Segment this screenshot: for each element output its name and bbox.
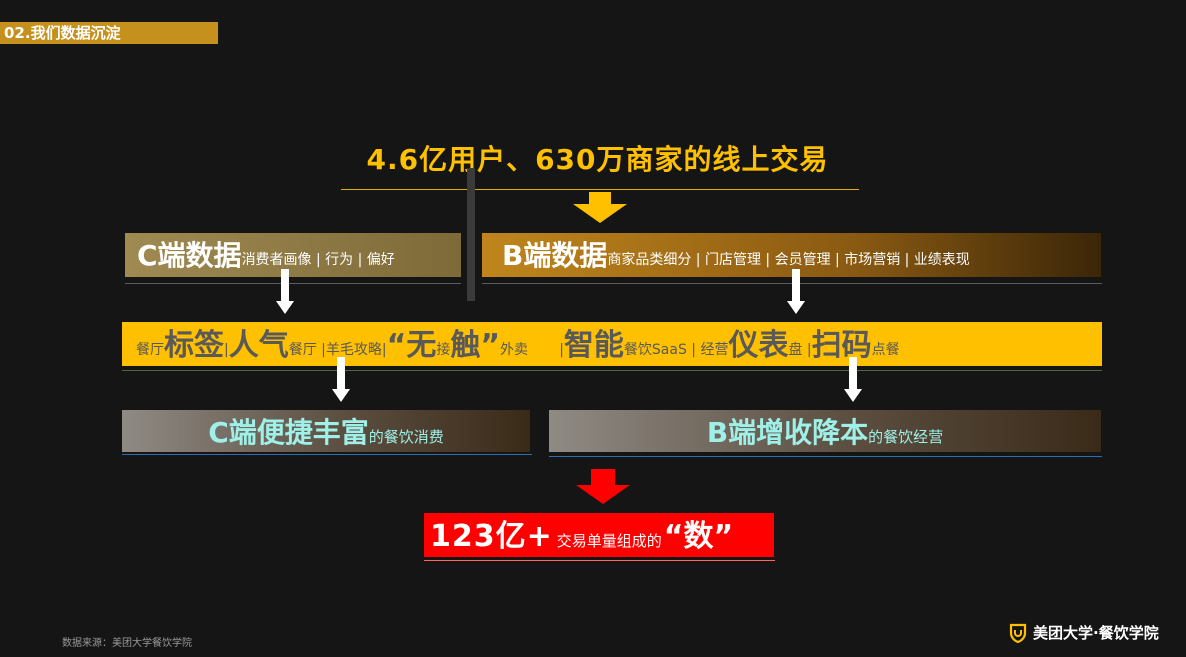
scenario-text: 盘 | xyxy=(788,342,812,358)
c-data-detail: 消费者画像 | 行为 | 偏好 xyxy=(241,252,395,268)
scenario-keyword: “无 xyxy=(386,328,437,363)
scenario-text: 餐厅 |羊毛攻略| xyxy=(288,342,387,358)
scenario-keyword: 触” xyxy=(450,328,501,363)
scenario-keyword: 标签 xyxy=(164,328,224,363)
headline: 4.6亿用户、630万商家的线上交易 xyxy=(366,143,829,176)
scenario-keyword: 仪表 xyxy=(728,328,789,363)
c-result-suffix: 的餐饮消费 xyxy=(368,428,444,446)
shield-icon xyxy=(1009,623,1027,643)
scenario-text: 接 xyxy=(436,342,451,358)
scenario-text: 点餐 xyxy=(871,342,900,358)
total-label: 交易单量组成的 xyxy=(556,532,662,550)
c-data-band: C端数据 消费者画像 | 行为 | 偏好 xyxy=(125,233,461,277)
scenario-band: 餐厅 标签 | 人气 餐厅 |羊毛攻略| “无 接 触” 外卖 | 智能 餐饮S… xyxy=(122,322,1102,366)
b-result-suffix: 的餐饮经营 xyxy=(868,428,944,446)
down-arrow-icon xyxy=(332,357,350,402)
divider-bar xyxy=(467,168,475,301)
c-data-title: C端数据 xyxy=(137,239,242,272)
scenario-text: 外卖 | xyxy=(500,342,564,358)
scenario-underline xyxy=(122,370,1102,371)
scenario-text: | xyxy=(224,342,229,358)
down-arrow-icon xyxy=(787,269,805,314)
scenario-keyword: 智能 xyxy=(563,328,624,363)
scenario-text: 餐饮SaaS | 经营 xyxy=(623,342,729,358)
footnote: 数据来源：美团大学餐饮学院 xyxy=(62,638,192,649)
total-quote: “数” xyxy=(663,519,734,554)
down-arrow-icon xyxy=(276,269,294,314)
brand-logo: 美团大学·餐饮学院 xyxy=(1008,622,1159,643)
c-result-title: C端便捷丰富 xyxy=(208,416,369,449)
b-data-detail: 商家品类细分 | 门店管理 | 会员管理 | 市场营销 | 业绩表现 xyxy=(607,252,970,268)
c-result-box: C端便捷丰富 的餐饮消费 xyxy=(122,410,530,452)
scenario-keyword: 扫码 xyxy=(811,328,872,363)
c-data-underline xyxy=(125,283,461,284)
headline-underline xyxy=(341,189,859,190)
section-tag: 02.我们数据沉淀 xyxy=(0,22,218,44)
down-arrow-icon xyxy=(576,469,630,504)
b-result-box: B端增收降本 的餐饮经营 xyxy=(549,410,1101,452)
total-box: 123亿+ 交易单量组成的 “数” xyxy=(424,513,774,557)
scenario-keyword: 人气 xyxy=(228,328,289,363)
b-data-band: B端数据 商家品类细分 | 门店管理 | 会员管理 | 市场营销 | 业绩表现 xyxy=(482,233,1101,277)
total-underline xyxy=(424,560,775,561)
b-result-title: B端增收降本 xyxy=(706,416,869,449)
c-result-underline xyxy=(122,454,532,455)
scenario-text: 餐厅 xyxy=(136,342,164,358)
b-result-underline xyxy=(549,456,1102,457)
down-arrow-icon xyxy=(844,357,862,402)
down-arrow-icon xyxy=(573,192,627,223)
brand-name: 美团大学·餐饮学院 xyxy=(1033,624,1159,642)
total-value: 123亿+ xyxy=(430,519,553,554)
b-data-title: B端数据 xyxy=(502,239,608,272)
